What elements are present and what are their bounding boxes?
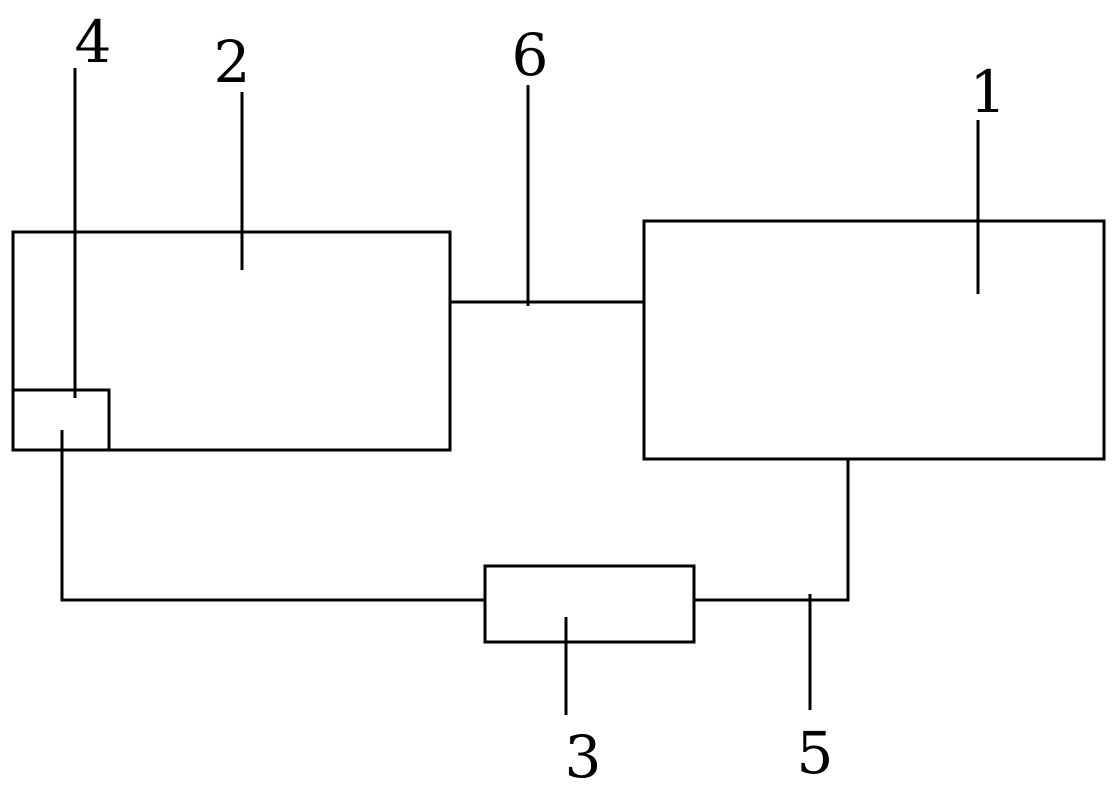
connector-4-to-3 xyxy=(60,430,485,602)
label-1: 1 xyxy=(970,58,1007,126)
label-3: 3 xyxy=(565,723,602,791)
box-component-3 xyxy=(483,564,696,644)
box-component-2 xyxy=(11,230,452,452)
label-5: 5 xyxy=(797,719,834,787)
box-component-1 xyxy=(642,219,1106,461)
label-6: 6 xyxy=(512,21,549,89)
label-4: 4 xyxy=(75,8,112,76)
label-2: 2 xyxy=(214,28,251,96)
connector-5 xyxy=(694,459,850,602)
